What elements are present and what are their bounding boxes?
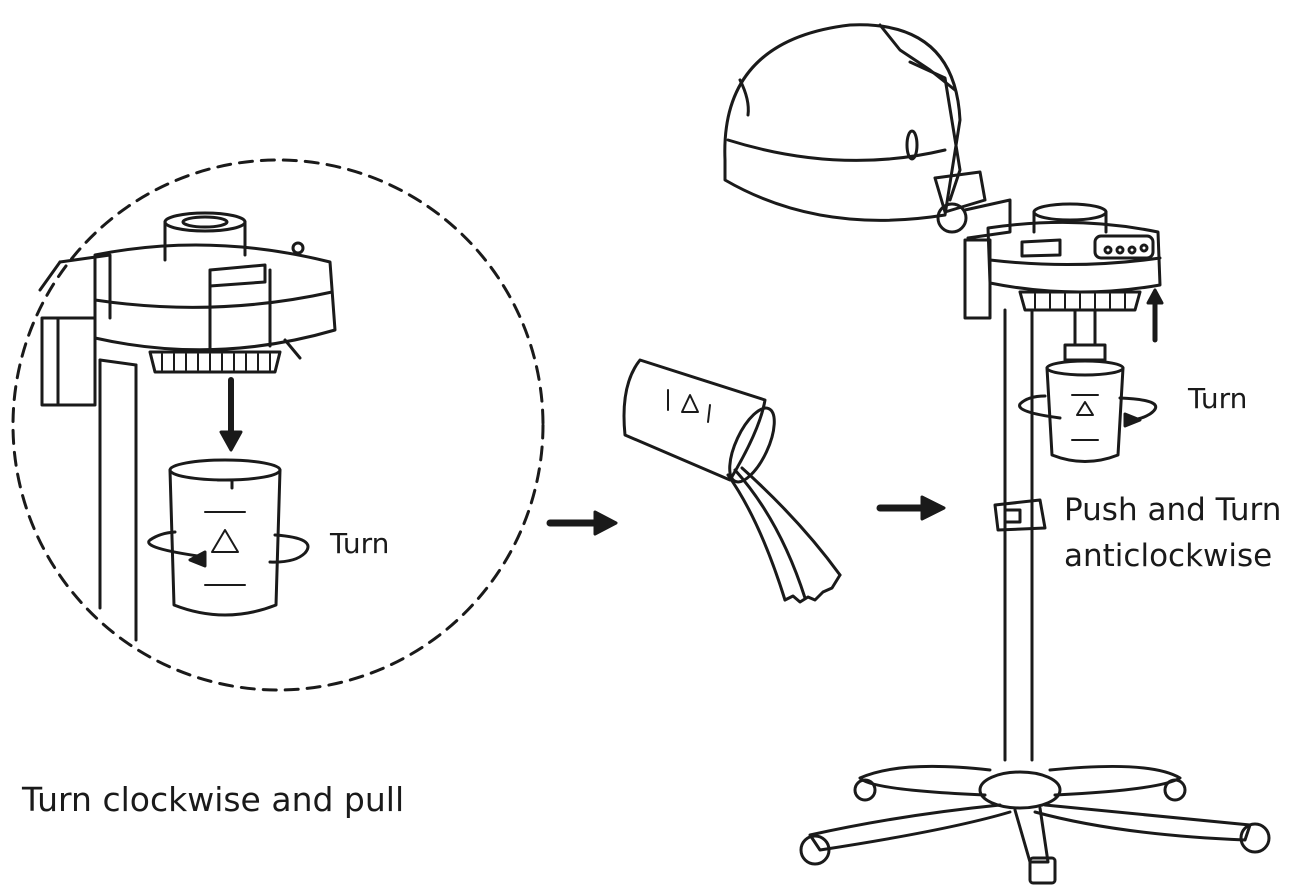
detail-circle [11, 158, 545, 692]
turn-label-right: Turn [1188, 382, 1248, 415]
push-and-turn-label: Push and Turn [1064, 492, 1282, 528]
arrow-right-icon [876, 495, 946, 521]
inset-cup-icon [168, 458, 282, 617]
rotation-arrow-icon [147, 530, 310, 568]
hood-steamer-stand-icon [723, 23, 1271, 885]
pouring-cup-icon [622, 358, 842, 604]
arrow-right-icon [546, 510, 618, 536]
turn-label-inset: Turn [330, 527, 390, 560]
arrow-down-icon [219, 377, 243, 452]
anticlockwise-label: anticlockwise [1064, 538, 1273, 574]
inset-steamer-icon [38, 211, 337, 642]
caption-label: Turn clockwise and pull [22, 780, 405, 819]
